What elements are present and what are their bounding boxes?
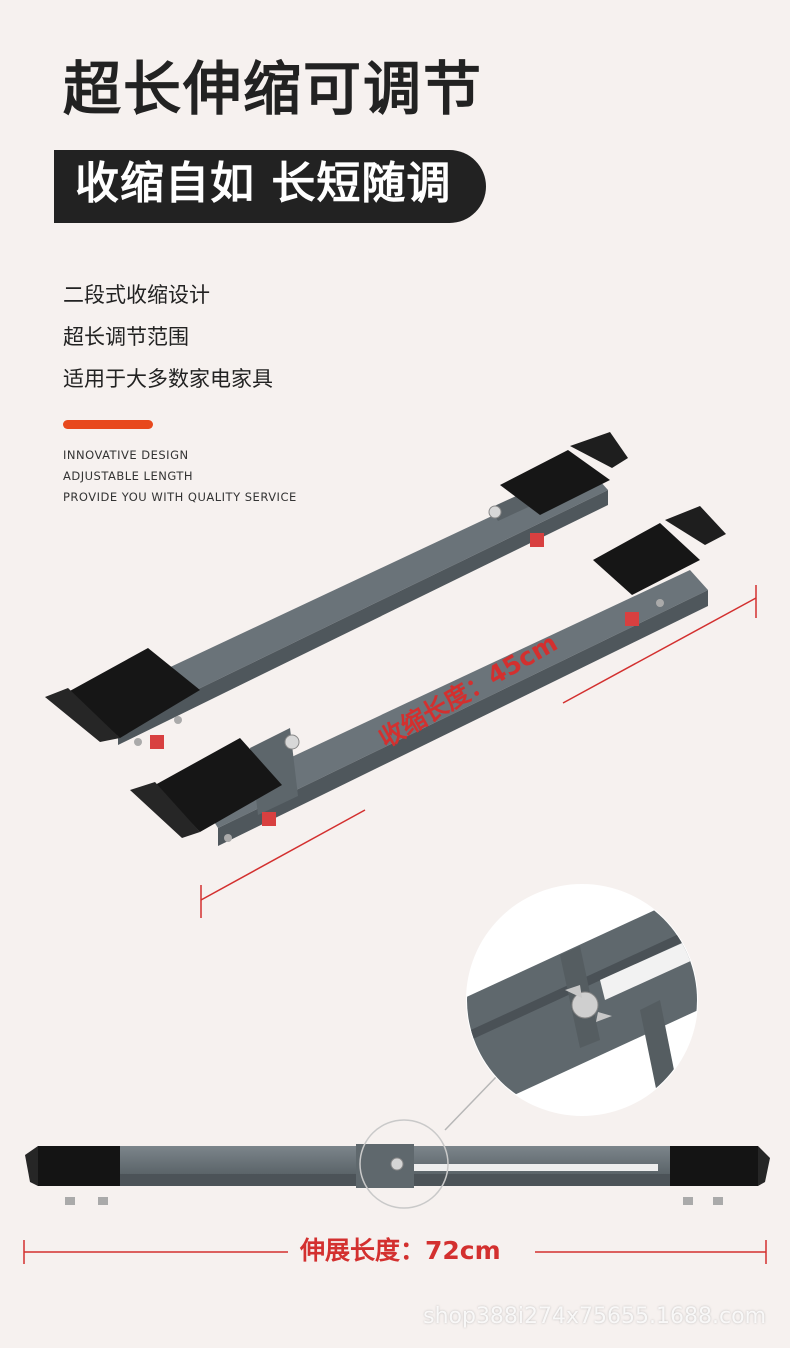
english-line-3: PROVIDE YOU WITH QUALITY SERVICE — [63, 490, 297, 504]
pad-back-left — [68, 648, 200, 738]
headline: 超长伸缩可调节 — [63, 55, 484, 123]
subheadline: 收缩自如 长短随调 — [75, 158, 452, 209]
zoom-marker — [359, 1119, 449, 1209]
pad-front-right — [593, 523, 700, 595]
roller-bar-extended — [25, 1119, 770, 1209]
roller-bar-back — [45, 432, 628, 749]
pad-left — [38, 1146, 120, 1186]
bolt-icon — [390, 1157, 404, 1171]
feature-item-1: 二段式收缩设计 — [63, 283, 210, 307]
subheadline-banner — [54, 150, 486, 223]
shop-watermark: shop388i274x75655.1688.com — [423, 1304, 766, 1329]
pad-right — [670, 1146, 758, 1186]
zoom-detail — [444, 884, 698, 1131]
dimension-line-45 — [200, 585, 757, 918]
feature-item-2: 超长调节范围 — [63, 325, 189, 349]
feature-item-3: 适用于大多数家电家具 — [63, 367, 273, 391]
extended-length-label: 伸展长度：72cm — [300, 1236, 501, 1265]
bolt-icon — [284, 734, 300, 750]
pad-front-left — [155, 738, 282, 832]
english-line-2: ADJUSTABLE LENGTH — [63, 469, 193, 483]
dimension-line-72 — [23, 1240, 767, 1264]
pad-back-right — [500, 450, 610, 515]
roller-bar-front — [130, 506, 726, 846]
english-line-1: INNOVATIVE DESIGN — [63, 448, 189, 462]
bolt-icon — [488, 505, 502, 519]
accent-bar — [63, 420, 153, 429]
